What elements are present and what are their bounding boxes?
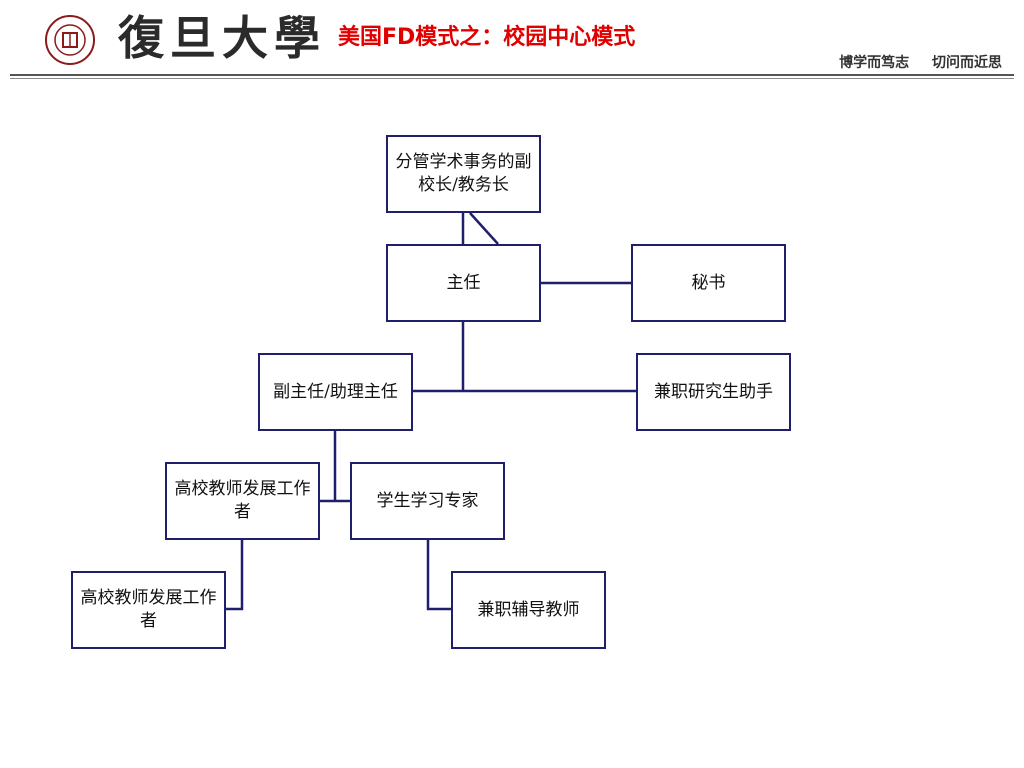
box-faculty-dev-2: 高校教师发展工作者 <box>71 571 226 649</box>
box-secretary: 秘书 <box>631 244 786 322</box>
connector-expert-tutor <box>426 540 451 611</box>
slide-title: 美国FD模式之：校园中心模式 <box>338 25 636 50</box>
box-faculty-dev-1: 高校教师发展工作者 <box>165 462 320 540</box>
motto-part-2: 切问而近思 <box>932 55 1002 71</box>
university-seal-icon <box>45 15 95 65</box>
university-name-logo: 復旦大學 <box>118 11 326 65</box>
box-director: 主任 <box>386 244 541 322</box>
university-motto: 博学而笃志 切问而近思 <box>821 52 1002 72</box>
slide-header: 復旦大學 美国FD模式之：校园中心模式 博学而笃志 切问而近思 <box>0 0 1024 80</box>
box-grad-assistant: 兼职研究生助手 <box>636 353 791 431</box>
box-vp: 分管学术事务的副校长/教务长 <box>386 135 541 213</box>
box-deputy: 副主任/助理主任 <box>258 353 413 431</box>
header-divider-thin <box>10 78 1014 79</box>
connector-vp-director-diagonal <box>469 212 499 245</box>
header-divider <box>10 74 1014 76</box>
connector-fd1-fd2 <box>224 540 244 611</box>
box-learning-expert: 学生学习专家 <box>350 462 505 540</box>
motto-part-1: 博学而笃志 <box>839 55 910 71</box>
box-part-time-tutor: 兼职辅导教师 <box>451 571 606 649</box>
